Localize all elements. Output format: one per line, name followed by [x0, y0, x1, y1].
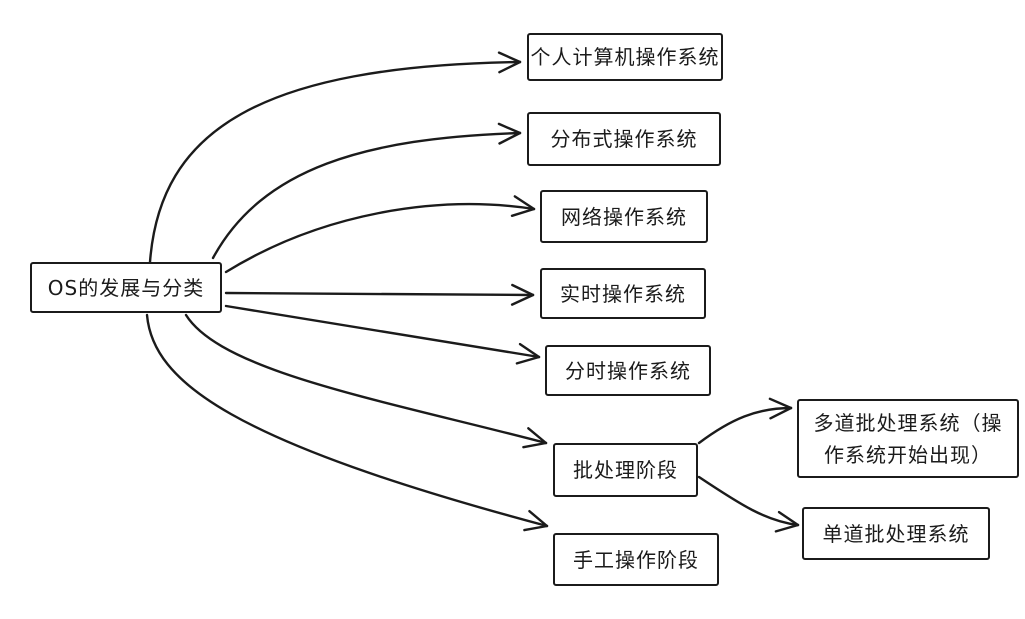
arrowhead-icon	[523, 524, 549, 532]
edge-root-manual	[145, 313, 549, 528]
node-manual-stage: 手工操作阶段	[553, 533, 719, 586]
arrowhead-icon	[510, 293, 535, 306]
arrowhead-icon	[497, 122, 522, 135]
arrowhead-icon	[518, 342, 541, 359]
arrowhead-icon	[522, 441, 548, 449]
arrowhead-icon	[511, 283, 535, 297]
arrowhead-icon	[515, 355, 541, 365]
node-batch-stage: 批处理阶段	[553, 443, 698, 497]
edge-root-pc	[148, 60, 522, 264]
node-distributed-os: 分布式操作系统	[527, 112, 721, 166]
edge-root-distributed	[211, 131, 522, 260]
edge-root-timesharing	[224, 304, 541, 359]
edge-root-realtime	[224, 291, 535, 297]
arrowhead-icon	[497, 51, 522, 64]
arrowhead-icon	[527, 427, 548, 445]
arrowhead-icon	[774, 523, 800, 533]
arrowhead-icon	[769, 406, 793, 420]
arrowhead-icon	[498, 131, 522, 145]
arrowhead-icon	[768, 397, 793, 410]
edge-batch-multibatch	[697, 406, 793, 445]
arrowhead-icon	[777, 510, 800, 527]
node-multiprogram-batch: 多道批处理系统（操作系统开始出现）	[797, 399, 1019, 478]
edge-batch-singlebatch	[697, 475, 800, 527]
edge-root-network	[224, 203, 536, 274]
node-single-batch: 单道批处理系统	[802, 507, 990, 560]
edge-root-batch	[184, 313, 548, 445]
node-realtime-os: 实时操作系统	[540, 268, 706, 319]
node-os-development: OS的发展与分类	[30, 262, 222, 313]
node-timesharing-os: 分时操作系统	[545, 345, 711, 396]
node-network-os: 网络操作系统	[540, 190, 708, 243]
arrowhead-icon	[510, 207, 536, 218]
arrowhead-icon	[513, 195, 536, 211]
arrowhead-icon	[528, 510, 549, 528]
node-personal-computer-os: 个人计算机操作系统	[527, 33, 723, 81]
arrowhead-icon	[498, 60, 522, 74]
